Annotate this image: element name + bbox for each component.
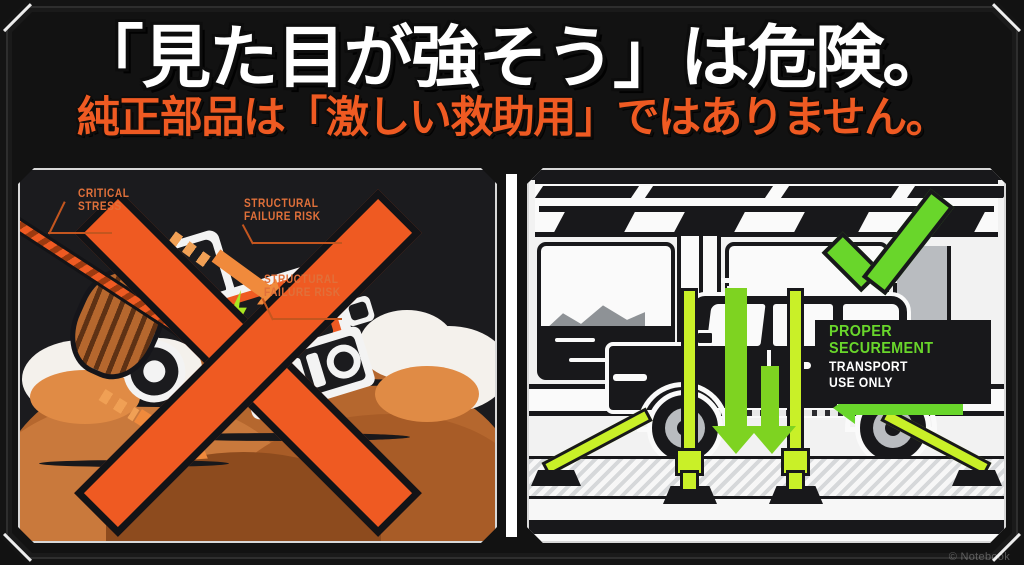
proper-securement-label: PROPER SECUREMENT TRANSPORT USE ONLY [829,324,945,391]
annotation-critical-stress: CRITICAL STRESS [78,188,129,214]
annotation-line: FAILURE RISK [264,286,341,299]
dust-cloud [375,366,479,422]
label-primary-line-2: SECUREMENT [829,339,934,357]
panel-incorrect-usage: CRITICAL STRESS STRUCTURAL FAILURE RISK … [18,168,497,543]
annotation-line: FAILURE RISK [244,210,321,223]
annotation-leader [272,318,342,320]
label-secondary-line-2: USE ONLY [829,375,893,391]
annotation-structural-failure-upper: STRUCTURAL FAILURE RISK [244,198,321,224]
label-primary-line-1: PROPER [829,323,892,340]
panel-divider [497,168,527,543]
annotation-line: STRESS [78,200,122,213]
deck-anchor-plate [952,470,1002,486]
deck-anchor-plate [531,470,581,486]
annotation-structural-failure-lower: STRUCTURAL FAILURE RISK [264,274,341,300]
annotation-line: STRUCTURAL [264,274,339,286]
headline-primary: 「見た目が強そう」は危険。 [74,19,951,99]
annotation-leader [48,232,112,234]
deck-anchor-plate [663,486,717,504]
label-secondary-line-1: TRANSPORT [829,358,908,374]
headline-block: 「見た目が強そう」は危険。 純正部品は「激しい救助用」ではありません。 [18,8,1006,158]
annotation-leader [252,242,342,244]
watermark: © Notebook [948,551,1010,563]
annotation-line: STRUCTURAL [244,198,319,210]
tie-down-strap-vertical [680,470,699,492]
panel-correct-usage: PROPER SECUREMENT TRANSPORT USE ONLY [527,168,1006,543]
load-arrow-down-small [761,366,779,428]
headline-secondary: 純正部品は「激しい救助用」ではありません。 [76,92,949,143]
annotation-line: CRITICAL [78,188,130,200]
tie-down-strap-vertical [681,288,698,468]
deck-anchor-plate [769,486,823,504]
annotation-leader [48,201,66,234]
check-mark-icon [835,192,965,296]
debris-speck [377,322,387,332]
label-backdrop [815,320,991,404]
deck-surface [529,456,1004,502]
panel-row: CRITICAL STRESS STRUCTURAL FAILURE RISK … [18,168,1006,543]
load-arrow-down-large [725,288,747,428]
tie-down-strap-vertical [786,470,805,492]
